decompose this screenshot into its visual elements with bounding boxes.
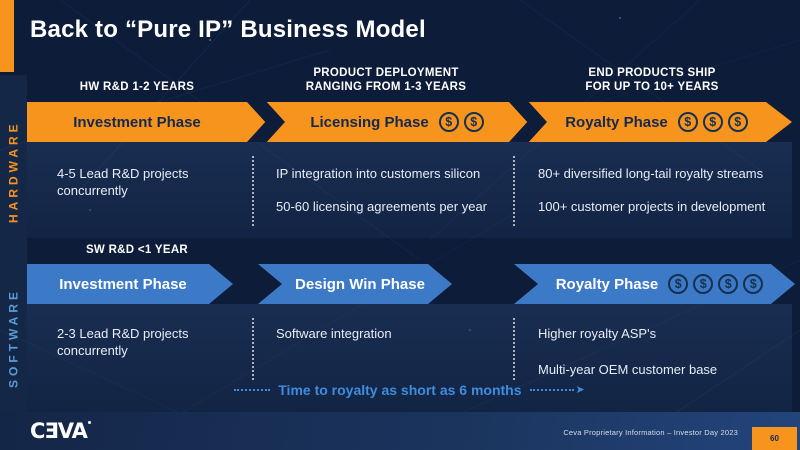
phase-label: Design Win Phase	[295, 275, 425, 293]
dollar-icon	[439, 112, 459, 132]
time-to-royalty-text: Time to royalty as short as 6 months	[278, 382, 522, 398]
footer-bar: CƎVA Ceva Proprietary Information – Inve…	[0, 412, 800, 450]
title-accent-bar	[0, 0, 14, 72]
hardware-section-label: HARDWARE	[6, 120, 21, 224]
dollar-icon	[728, 112, 748, 132]
dollar-icon	[693, 274, 713, 294]
dollar-icon	[703, 112, 723, 132]
dotted-divider	[252, 156, 254, 226]
hardware-note: 100+ customer projects in development	[538, 199, 766, 214]
dollar-icons	[668, 274, 763, 294]
footer-proprietary-text: Ceva Proprietary Information – Investor …	[563, 428, 738, 437]
software-notes-panel: 2-3 Lead R&D projects concurrently Softw…	[27, 304, 792, 412]
software-section-label: SOFTWARE	[6, 288, 21, 388]
dotted-leader	[234, 389, 271, 391]
phase-label: Royalty Phase	[565, 113, 668, 131]
page-title: Back to “Pure IP” Business Model	[30, 16, 426, 43]
label-line: END PRODUCTS SHIP	[588, 67, 716, 79]
sw-rnd-duration-label: SW R&D <1 YEAR	[85, 244, 189, 256]
label-line: RANGING FROM 1-3 YEARS	[305, 80, 467, 93]
software-note: Higher royalty ASP's	[538, 326, 657, 341]
hardware-phase-band: Investment Phase Licensing Phase Royalty…	[27, 102, 792, 142]
dollar-icon	[678, 112, 698, 132]
dotted-divider	[252, 318, 254, 380]
dollar-icon	[743, 274, 763, 294]
software-note: Multi-year OEM customer base	[538, 362, 718, 377]
hw-rnd-duration-label: HW R&D 1-2 YEARS	[79, 81, 195, 93]
dotted-leader	[529, 389, 574, 391]
hardware-note: 50-60 licensing agreements per year	[276, 199, 488, 214]
software-investment-phase: Investment Phase	[27, 264, 233, 304]
phase-label: Investment Phase	[59, 275, 187, 293]
ship-duration-label: END PRODUCTS SHIP FOR UP TO 10+ YEARS	[552, 67, 752, 94]
hardware-note: IP integration into customers silicon	[276, 166, 481, 181]
deployment-duration-label: PRODUCT DEPLOYMENT RANGING FROM 1-3 YEAR…	[286, 67, 486, 94]
chevron-separator-icon	[247, 102, 285, 142]
dollar-icon	[668, 274, 688, 294]
software-note: 2-3 Lead R&D projects concurrently	[57, 326, 189, 358]
software-royalty-phase: Royalty Phase	[514, 264, 795, 304]
hardware-royalty-phase: Royalty Phase	[547, 102, 766, 142]
hardware-investment-phase: Investment Phase	[27, 102, 247, 142]
time-to-royalty-note: Time to royalty as short as 6 months ➤	[27, 382, 792, 398]
ceva-logo: CƎVA	[30, 419, 91, 443]
dollar-icons	[439, 112, 484, 132]
hardware-notes-panel: 4-5 Lead R&D projects concurrently IP in…	[27, 142, 792, 238]
dollar-icon	[464, 112, 484, 132]
label-line: PRODUCT DEPLOYMENT	[313, 67, 459, 79]
dotted-divider	[513, 156, 515, 226]
software-note: Software integration	[276, 326, 392, 341]
dotted-divider	[513, 318, 515, 380]
dollar-icons	[678, 112, 748, 132]
side-label-strip	[0, 75, 27, 412]
hardware-licensing-phase: Licensing Phase	[285, 102, 509, 142]
page-number-badge: 60	[752, 427, 797, 450]
label-line: FOR UP TO 10+ YEARS	[585, 80, 719, 93]
hardware-note: 80+ diversified long-tail royalty stream…	[538, 166, 764, 181]
chevron-separator-icon	[509, 102, 547, 142]
phase-label: Royalty Phase	[555, 275, 659, 293]
software-design-win-phase: Design Win Phase	[258, 264, 452, 304]
software-phase-band: Investment Phase Design Win Phase Royalt…	[27, 264, 798, 304]
hardware-note: 4-5 Lead R&D projects concurrently	[57, 166, 189, 198]
phase-label: Licensing Phase	[310, 113, 429, 131]
arrow-right-icon: ➤	[575, 383, 585, 396]
phase-label: Investment Phase	[73, 113, 201, 131]
dollar-icon	[718, 274, 738, 294]
